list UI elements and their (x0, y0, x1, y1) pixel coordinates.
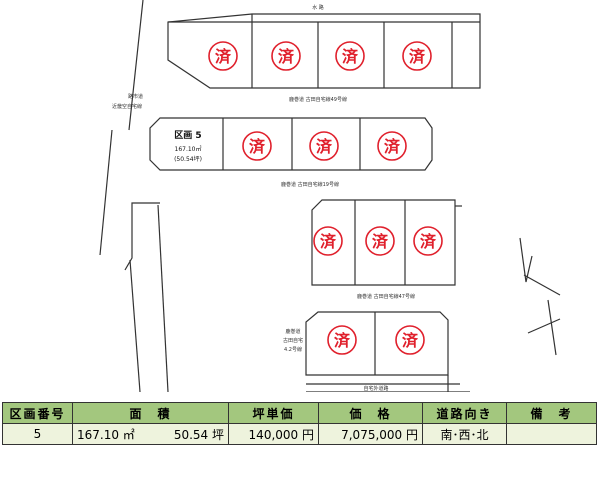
sold-label: 済 (372, 232, 389, 251)
sold-circle (395, 325, 425, 355)
sold-mark-row1-lot1: 済 (208, 41, 238, 71)
sold-label: 済 (278, 47, 295, 66)
table-row: 5 167.10 ㎡ 50.54 坪 140,000 円 7,075,000 円… (2, 423, 597, 445)
cell-lot-number: 5 (2, 423, 73, 445)
sold-circle (271, 41, 301, 71)
sold-mark-row1-lot3: 済 (335, 41, 365, 71)
road-label-left-1: 路市道 (128, 93, 143, 100)
lot-5-area-tsubo: (50.54坪) (174, 155, 202, 163)
lot-5-area-m2: 167.10㎡ (175, 145, 202, 153)
road-label-bottom: 自宅外道路 (363, 385, 388, 392)
cell-area: 167.10 ㎡ 50.54 坪 (72, 423, 229, 445)
road-label-left-2: 近畿空自宅線 (112, 103, 142, 110)
sold-label: 済 (409, 47, 426, 66)
road-label-top: 水 路 (312, 4, 324, 11)
sold-mark-row4-lot2: 済 (395, 325, 425, 355)
sold-circle (377, 131, 407, 161)
sold-circle (309, 131, 339, 161)
road-label-road-1: 鹿巻道 古田自宅線49号線 (289, 96, 347, 103)
sold-circle (313, 226, 343, 256)
road-label-road-3: 鹿巻道 古田自宅線47号線 (357, 293, 415, 300)
sold-circle (413, 226, 443, 256)
sold-label: 済 (249, 137, 266, 156)
sold-circle (327, 325, 357, 355)
sold-label: 済 (316, 137, 333, 156)
road-label-side-1: 鹿巻道 (285, 328, 300, 335)
table-header-row: 区画番号 面 積 坪単価 価 格 道路向き 備 考 (2, 402, 597, 424)
road-label-side-2: 古田自宅 (283, 337, 303, 344)
header-road-direction: 道路向き (422, 402, 507, 424)
sold-circle (402, 41, 432, 71)
lot-5-title: 区画 5 (174, 130, 201, 141)
cell-remarks (506, 423, 597, 445)
cell-unit-price: 140,000 円 (228, 423, 319, 445)
sold-mark-row2-lot3: 済 (309, 131, 339, 161)
sold-label: 済 (334, 331, 351, 350)
sold-circle (208, 41, 238, 71)
sold-mark-row4-lot1: 済 (327, 325, 357, 355)
cell-road-direction: 南･西･北 (422, 423, 507, 445)
header-lot-number: 区画番号 (2, 402, 73, 424)
sold-mark-row3-lot1: 済 (313, 226, 343, 256)
sold-label: 済 (320, 232, 337, 251)
sold-mark-row1-lot4: 済 (402, 41, 432, 71)
sold-circle (242, 131, 272, 161)
sold-label: 済 (384, 137, 401, 156)
cell-area-tsubo: 50.54 坪 (173, 427, 224, 442)
subdivision-map: 済済済済済済済済済済済済 区画 5 167.10㎡ (50.54坪) 水 路 路… (99, 0, 561, 392)
sold-mark-row3-lot3: 済 (413, 226, 443, 256)
cell-area-m2: 167.10 ㎡ (77, 427, 135, 442)
sold-label: 済 (215, 47, 232, 66)
sold-label: 済 (402, 331, 419, 350)
lot-info-table: 区画番号 面 積 坪単価 価 格 道路向き 備 考 5 167.10 ㎡ 50.… (2, 402, 597, 445)
sold-circle (365, 226, 395, 256)
cell-price: 7,075,000 円 (318, 423, 423, 445)
header-price: 価 格 (318, 402, 423, 424)
sold-mark-row1-lot2: 済 (271, 41, 301, 71)
sold-label: 済 (342, 47, 359, 66)
header-unit-price: 坪単価 (228, 402, 319, 424)
header-area: 面 積 (72, 402, 229, 424)
sold-mark-row3-lot2: 済 (365, 226, 395, 256)
sold-circle (335, 41, 365, 71)
sold-mark-row2-lot2: 済 (242, 131, 272, 161)
header-remarks: 備 考 (506, 402, 597, 424)
sold-label: 済 (420, 232, 437, 251)
road-label-road-2: 鹿巻道 古田自宅線19号線 (281, 181, 339, 188)
sold-mark-row2-lot4: 済 (377, 131, 407, 161)
road-label-side-3: 4.2号線 (284, 346, 302, 353)
